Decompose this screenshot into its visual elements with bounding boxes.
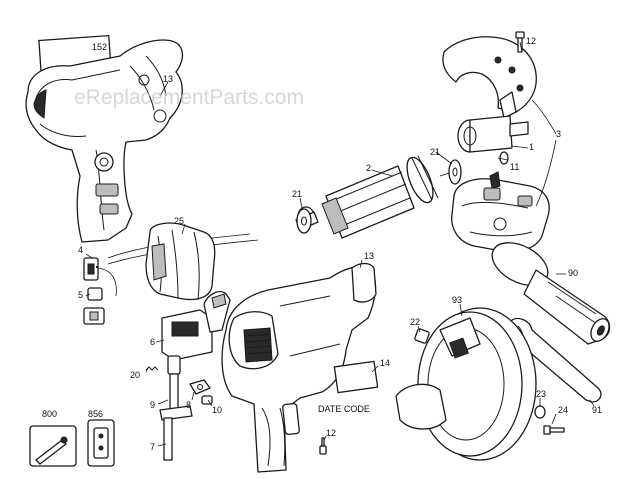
callout-91: 91 [592,405,602,415]
callout-13: 13 [163,74,173,84]
callout-9: 9 [150,400,155,410]
side-handle-part [491,242,611,345]
callout-7: 7 [150,442,155,452]
callout-2: 2 [366,163,371,173]
brush-holder-part [83,257,117,297]
assembled-drill-part [221,262,377,473]
washer-part [499,151,509,165]
spindle-part [457,115,529,153]
callout-93: 93 [452,295,462,305]
callout-labels: 152 13 12 3 1 21 11 2 21 25 4 5 6 13 90 … [42,36,602,452]
callout-12: 12 [526,36,536,46]
callout-11: 11 [510,162,519,172]
screw-part-2 [543,425,565,435]
callout-90: 90 [568,268,578,278]
callout-12-lower: 12 [326,428,336,438]
callout-10: 10 [212,405,222,415]
date-code-plate-part [333,360,379,394]
chuck-guard-part [395,307,537,461]
callout-856: 856 [88,409,103,419]
callout-20: 20 [130,370,140,380]
nut-part [414,328,430,344]
switch-part [161,290,231,361]
callout-152: 152 [92,42,107,52]
armature-part [295,155,453,239]
bearing-part-2 [296,208,312,234]
callout-21-upper: 21 [430,147,440,157]
callout-800: 800 [42,409,57,419]
depth-rod-part [159,355,193,461]
callout-25: 25 [174,216,184,226]
field-coil-part [107,222,259,301]
brush-kit-part [87,419,115,467]
screw-part [515,31,525,53]
callout-13-drill: 13 [364,251,374,261]
callout-22: 22 [410,317,420,327]
callout-5: 5 [78,290,83,300]
bit-kit-part [29,425,77,467]
callout-1: 1 [529,142,534,152]
washer-part-2 [534,405,546,419]
callout-23: 23 [536,389,546,399]
callout-8: 8 [186,400,191,410]
callout-24: 24 [558,405,568,415]
bolt-part [201,395,213,405]
callout-4: 4 [78,245,83,255]
gear-case-part [442,36,537,119]
leader-lines [85,41,595,447]
watermark-text: eReplacementParts.com [74,86,304,109]
clamp-part [189,379,211,395]
screw-part-3 [319,437,327,455]
callout-21-lower: 21 [292,189,302,199]
bearing-part [448,159,462,185]
brush-part [83,287,105,325]
callout-6: 6 [150,337,155,347]
housing-half-part [25,34,184,243]
callout-14: 14 [380,358,390,368]
callout-3: 3 [556,129,561,139]
date-code-label: DATE CODE [318,404,370,414]
gear-housing-part [451,171,550,253]
